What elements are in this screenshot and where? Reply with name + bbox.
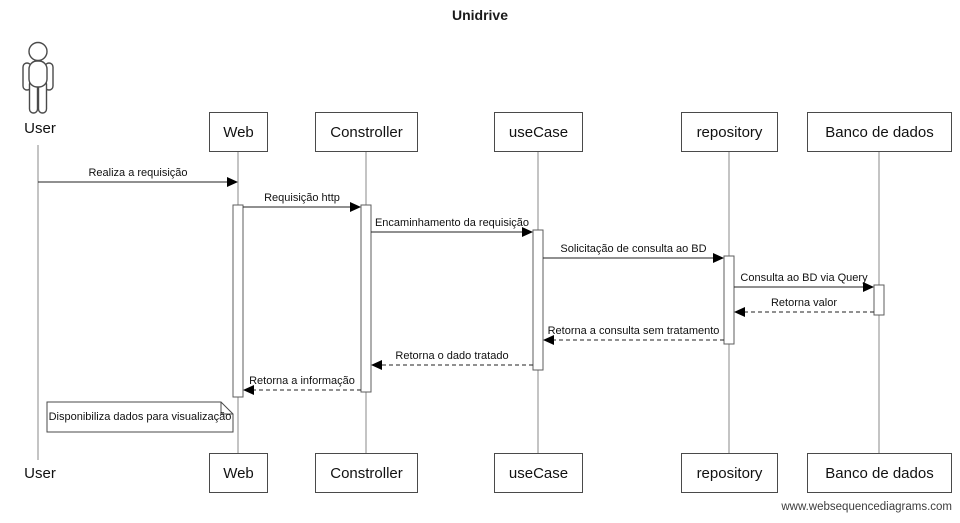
note-shape	[46, 401, 234, 433]
arrowhead-8	[371, 360, 382, 370]
note-box: Disponibiliza dados para visualização	[48, 411, 232, 423]
participant-box-usecase-top: useCase	[494, 112, 583, 152]
arrowhead-7	[543, 335, 554, 345]
arrowhead-9	[243, 385, 254, 395]
message-label-8: Retorna o dado tratado	[395, 350, 509, 362]
participant-box-usecase-bottom: useCase	[494, 453, 583, 493]
arrowhead-5	[863, 282, 874, 292]
participant-box-constroller-bottom: Constroller	[315, 453, 418, 493]
participant-box-banco-bottom: Banco de dados	[807, 453, 952, 493]
message-label-3: Encaminhamento da requisição	[374, 217, 530, 229]
participant-label-user-bottom: User	[24, 465, 56, 482]
participant-box-repository-bottom: repository	[681, 453, 778, 493]
activation-banco	[873, 284, 885, 316]
user-actor-icon	[22, 41, 54, 114]
message-label-2: Requisição http	[264, 192, 340, 204]
watermark-url: www.websequencediagrams.com	[781, 501, 952, 513]
participant-box-web-top: Web	[209, 112, 268, 152]
arrowhead-1	[227, 177, 238, 187]
participant-box-web-bottom: Web	[209, 453, 268, 493]
arrowhead-6	[734, 307, 745, 317]
message-label-5: Consulta ao BD via Query	[740, 272, 868, 284]
arrowheads	[227, 177, 874, 395]
participant-box-constroller-top: Constroller	[315, 112, 418, 152]
activation-constroller	[360, 204, 372, 393]
message-label-6: Retorna valor	[770, 297, 838, 309]
call-arrows	[38, 181, 864, 288]
participant-box-repository-top: repository	[681, 112, 778, 152]
arrowhead-2	[350, 202, 361, 212]
activation-repository	[723, 255, 735, 345]
diagram-title: Unidrive	[451, 7, 508, 23]
activations	[232, 204, 885, 398]
activation-usecase	[532, 229, 544, 371]
participant-label-user-top: User	[24, 120, 56, 137]
return-arrows	[254, 311, 874, 391]
message-label-9: Retorna a informação	[249, 375, 355, 387]
message-label-1: Realiza a requisição	[88, 167, 188, 179]
message-label-4: Solicitação de consulta ao BD	[560, 243, 707, 255]
participant-box-banco-top: Banco de dados	[807, 112, 952, 152]
arrowhead-3	[522, 227, 533, 237]
activation-web	[232, 204, 244, 398]
arrowhead-4	[713, 253, 724, 263]
message-label-7: Retorna a consulta sem tratamento	[547, 325, 720, 337]
